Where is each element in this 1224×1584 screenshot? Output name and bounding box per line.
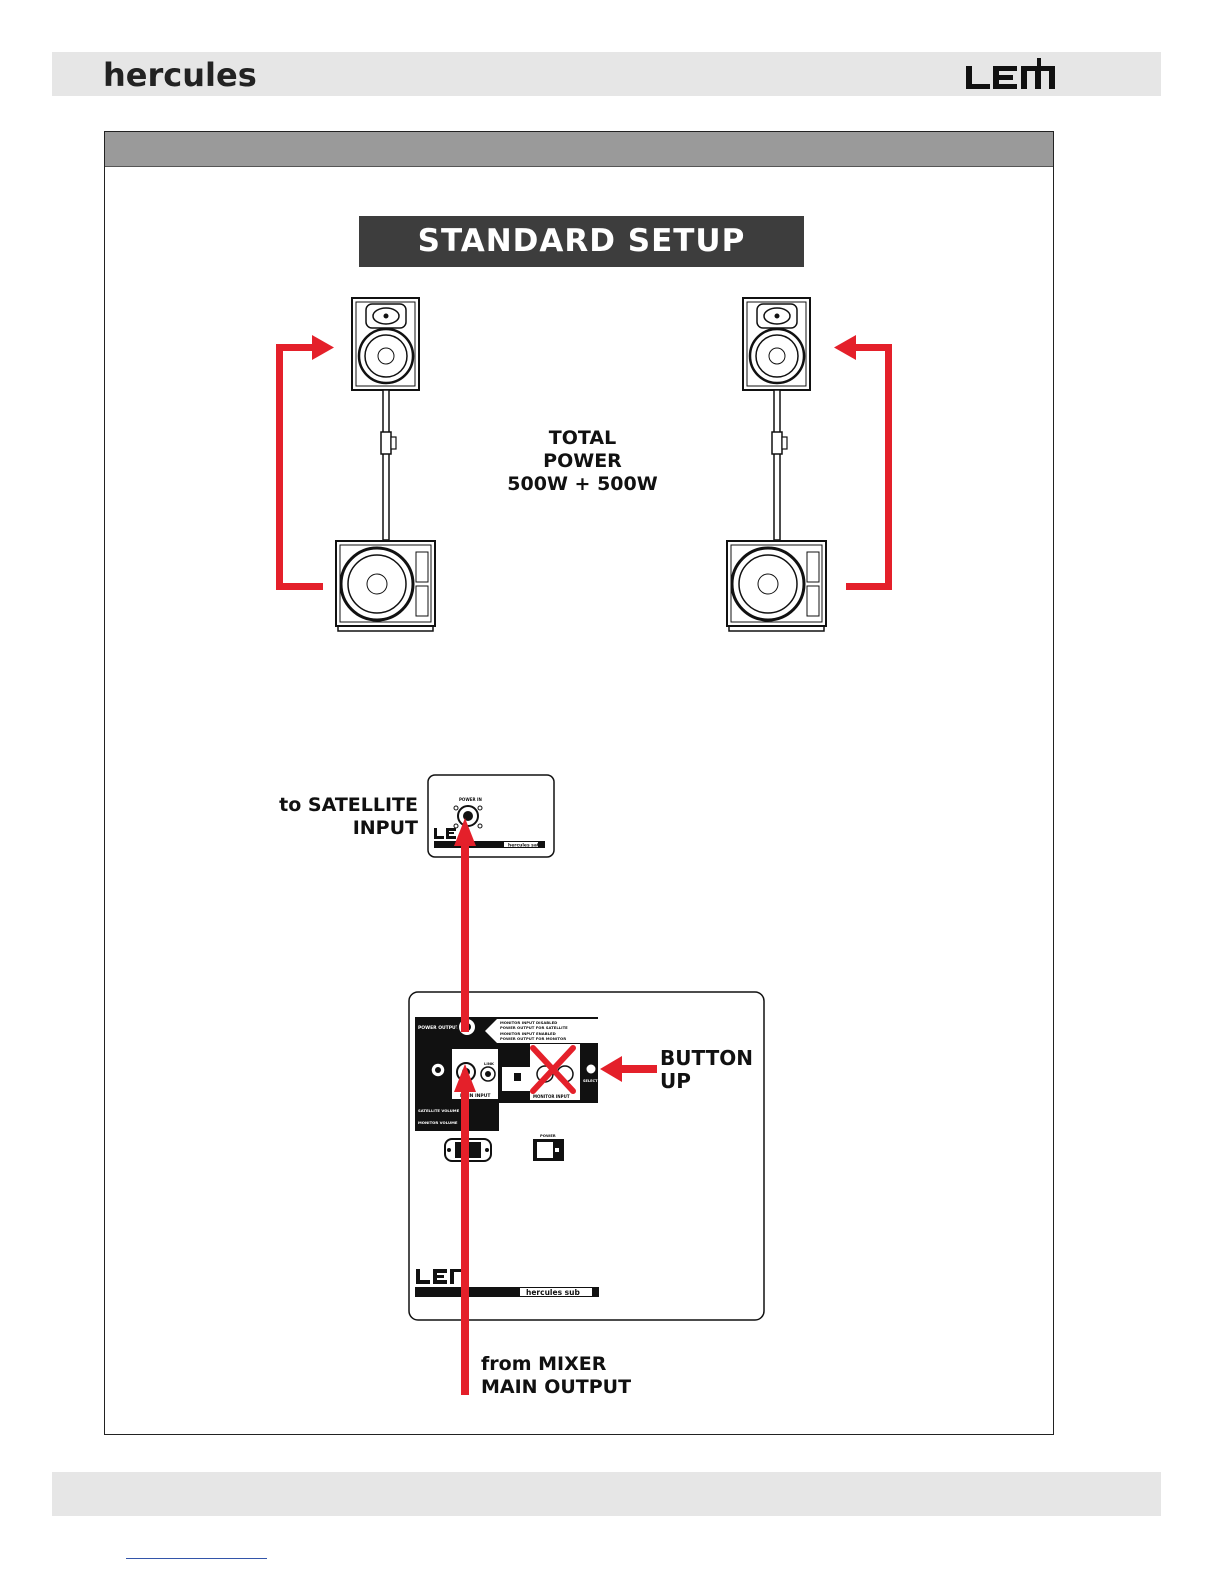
main-input-label: MAIN INPUT	[460, 1093, 491, 1099]
to-satellite-label: to SATELLITE INPUT	[236, 794, 418, 840]
button-up-line1: BUTTON	[660, 1046, 753, 1070]
from-mixer-line2: MAIN OUTPUT	[481, 1376, 632, 1398]
button-up-label: BUTTON UP	[660, 1047, 753, 1093]
button-up-line2: UP	[660, 1069, 691, 1093]
total-power-line2: POWER	[543, 450, 622, 472]
power-switch-label: POWER	[540, 1133, 556, 1138]
footer-band	[52, 1472, 1161, 1516]
sub-model-label: hercules sub	[526, 1288, 580, 1297]
right-stand-pole	[771, 389, 788, 541]
total-power-line3: 500W + 500W	[507, 473, 658, 495]
monitor-info-4: POWER OUTPUT FOR MONITOR	[500, 1036, 566, 1041]
footer-link-underline[interactable]	[126, 1558, 267, 1559]
sat-power-in-label: POWER IN	[459, 797, 482, 802]
signal-line-arrow	[454, 818, 476, 1395]
right-connection-arrow	[834, 335, 892, 590]
left-connection-arrow	[276, 335, 334, 590]
left-subwoofer	[335, 540, 436, 632]
total-power-line1: TOTAL	[548, 427, 617, 449]
right-subwoofer	[726, 540, 827, 632]
section-title: STANDARD SETUP	[359, 216, 804, 267]
monitor-info-1: MONITOR INPUT DISABLED	[500, 1020, 557, 1025]
satellite-volume-label: SATELLITE VOLUME	[418, 1108, 460, 1113]
lem-logo	[966, 58, 1055, 89]
from-mixer-label: from MIXER MAIN OUTPUT	[481, 1353, 631, 1399]
subwoofer-rear-panel: MONITOR INPUT DISABLED POWER OUTPUT FOR …	[408, 991, 765, 1321]
panel-title-bar	[105, 132, 1053, 167]
to-satellite-line2: INPUT	[352, 817, 418, 839]
sat-model-label: hercules sat	[508, 843, 540, 849]
select-label: SELECT	[583, 1079, 598, 1083]
total-power-label: TOTAL POWER 500W + 500W	[500, 427, 665, 496]
content-panel	[104, 131, 1054, 1435]
link-label: LINK	[484, 1061, 495, 1066]
from-mixer-line1: from MIXER	[481, 1353, 607, 1375]
right-satellite-speaker	[742, 297, 811, 391]
power-output-label: POWER OUTPUT	[418, 1025, 460, 1031]
monitor-volume-label: MONITOR VOLUME	[418, 1120, 458, 1125]
satellite-rear-panel: POWER IN hercules sat	[427, 774, 555, 858]
monitor-info-3: MONITOR INPUT ENABLED	[500, 1031, 556, 1036]
monitor-input-cross-icon	[530, 1045, 576, 1094]
left-satellite-speaker	[351, 297, 420, 391]
button-up-arrow	[600, 1056, 657, 1082]
to-satellite-line1: to SATELLITE	[279, 794, 418, 816]
monitor-input-label: MONITOR INPUT	[533, 1094, 570, 1099]
brand-name: hercules	[103, 56, 257, 94]
monitor-info-2: POWER OUTPUT FOR SATELLITE	[500, 1025, 568, 1030]
left-stand-pole	[380, 389, 397, 541]
